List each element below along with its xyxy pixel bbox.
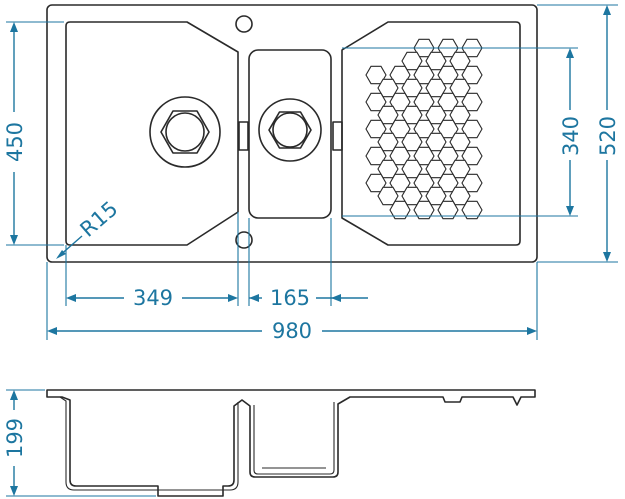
bowl-depth-label: 450 bbox=[3, 122, 27, 162]
overall-depth-label: 520 bbox=[596, 116, 620, 156]
main-bowl-drain-hole bbox=[165, 112, 205, 152]
small-bowl-side-inner-wall bbox=[253, 402, 335, 475]
overall-width-arrow-left bbox=[47, 327, 57, 335]
overall-depth-dimension: 520 bbox=[537, 4, 620, 263]
main-bowl-width-arrow-left bbox=[66, 294, 76, 302]
overall-width-dimension: 980 bbox=[46, 262, 538, 343]
main-bowl-outline bbox=[65, 21, 239, 246]
small-bowl-width-arrow-left bbox=[249, 294, 259, 302]
drainer-hexagon-pattern bbox=[365, 38, 483, 220]
corner-radius-label: R15 bbox=[76, 197, 123, 242]
bowl-depth-arrow-top bbox=[10, 22, 18, 32]
small-bowl-width-label: 165 bbox=[270, 286, 310, 310]
overall-depth-arrow-bottom bbox=[603, 252, 611, 262]
small-bowl-drain-nut bbox=[268, 111, 312, 149]
sink-height-arrow-top bbox=[10, 390, 18, 400]
overall-width-label: 980 bbox=[272, 319, 312, 343]
small-bowl-width-arrow-right bbox=[331, 294, 341, 302]
drainer-depth-arrow-top bbox=[566, 48, 574, 58]
drainer-depth-arrow-bottom bbox=[566, 206, 574, 216]
bowl-depth-dimension: 450 bbox=[3, 21, 64, 246]
small-bowl-drain-hole bbox=[272, 112, 308, 148]
overall-width-arrow-right bbox=[527, 327, 537, 335]
overflow-connector-right bbox=[332, 121, 343, 151]
tap-hole-bottom bbox=[235, 231, 253, 249]
main-bowl-drain-ring bbox=[149, 96, 221, 168]
drainer-depth-label: 340 bbox=[559, 116, 583, 156]
drainer-outline bbox=[341, 21, 521, 246]
tap-hole-top bbox=[235, 15, 253, 33]
sink-height-dimension: 199 bbox=[3, 389, 156, 497]
overflow-connector-left bbox=[238, 121, 249, 151]
small-bowl-drain-ring bbox=[258, 98, 322, 162]
bowl-depth-arrow-bottom bbox=[10, 235, 18, 245]
main-bowl-width-label: 349 bbox=[133, 286, 173, 310]
sink-outer-outline bbox=[46, 4, 538, 263]
sink-height-arrow-bottom bbox=[10, 486, 18, 496]
drainer-depth-dimension: 340 bbox=[342, 47, 583, 217]
overall-depth-arrow-top bbox=[603, 5, 611, 15]
top-view: R15 450 340 bbox=[3, 4, 620, 343]
small-bowl-outline bbox=[248, 49, 332, 219]
bowl-width-dimensions: 349 165 bbox=[65, 212, 368, 310]
corner-radius-arrow bbox=[56, 250, 66, 259]
sink-side-inner-wall bbox=[59, 396, 239, 491]
side-view: 199 bbox=[3, 389, 536, 497]
main-bowl-drain-nut bbox=[160, 110, 210, 154]
sink-side-profile bbox=[46, 389, 536, 497]
sink-height-label: 199 bbox=[3, 418, 27, 458]
main-bowl-width-arrow-right bbox=[228, 294, 238, 302]
